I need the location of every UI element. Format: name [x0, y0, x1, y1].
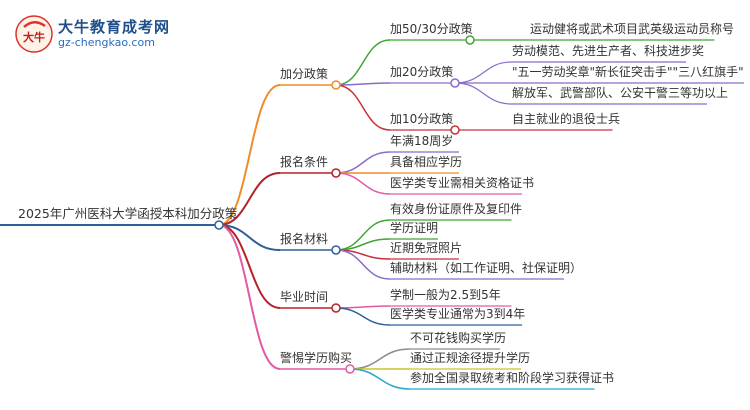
sub-node[interactable]: 近期免冠照片 — [390, 241, 463, 255]
leaf-node[interactable]: 运动健将或武术项目武英级运动员称号 — [530, 22, 735, 36]
branch-node[interactable]: 加分政策 — [280, 67, 329, 81]
sub-node[interactable]: 医学类专业通常为3到4年 — [390, 307, 526, 321]
sub-node[interactable]: 参加全国录取统考和阶段学习获得证书 — [410, 371, 615, 385]
sub-node[interactable]: 具备相应学历 — [390, 155, 463, 169]
sub-node[interactable]: 学制一般为2.5到5年 — [390, 288, 501, 302]
leaf-node[interactable]: 自主就业的退役士兵 — [512, 112, 621, 126]
sub-connector — [349, 348, 411, 370]
sub-node[interactable]: 不可花钱购买学历 — [410, 331, 507, 345]
sub-node[interactable]: 学历证明 — [390, 221, 439, 235]
sub-connector — [335, 39, 391, 86]
sub-connector — [335, 305, 391, 309]
collapse-toggle[interactable] — [450, 78, 460, 88]
sub-connector — [335, 172, 391, 195]
sub-node[interactable]: 通过正规途径提升学历 — [410, 351, 531, 365]
collapse-toggle[interactable] — [214, 220, 224, 230]
collapse-toggle[interactable] — [465, 35, 475, 45]
brand-logo: 大牛 大牛教育成考网 gz-chengkao.com — [14, 14, 214, 54]
brand-logo-text: 大牛 — [23, 30, 45, 44]
sub-connector — [335, 151, 391, 174]
leaf-node[interactable]: 劳动模范、先进生产者、科技进步奖 — [512, 44, 705, 58]
collapse-toggle[interactable] — [450, 125, 460, 135]
sub-connector — [349, 368, 411, 390]
branch-connector — [218, 84, 281, 226]
branch-connector — [218, 172, 281, 226]
leaf-connector — [454, 82, 513, 105]
collapse-toggle[interactable] — [345, 364, 355, 374]
collapse-toggle[interactable] — [331, 168, 341, 178]
sub-node[interactable]: 辅助材料（如工作证明、社保证明） — [390, 261, 583, 275]
sub-connector — [335, 82, 391, 86]
root-node[interactable]: 2025年广州医科大学函授本科加分政策 — [18, 206, 238, 221]
sub-node[interactable]: 有效身份证原件及复印件 — [390, 202, 523, 216]
branch-node[interactable]: 报名材料 — [280, 232, 329, 246]
leaf-node[interactable]: 解放军、武警部队、公安干警三等功以上 — [512, 86, 729, 100]
brand-name: 大牛教育成考网 — [58, 18, 171, 36]
collapse-toggle[interactable] — [331, 303, 341, 313]
sub-node[interactable]: 加50/30分政策 — [390, 22, 473, 36]
branch-node[interactable]: 报名条件 — [280, 155, 329, 169]
sub-connector — [335, 307, 391, 326]
leaf-connector — [454, 61, 513, 84]
sub-node[interactable]: 加10分政策 — [390, 112, 454, 126]
branch-connector — [218, 224, 281, 309]
leaf-node[interactable]: "五一劳动奖章"新长征突击手""三八红旗手" — [512, 65, 744, 79]
collapse-toggle[interactable] — [331, 80, 341, 90]
brand-url: gz-chengkao.com — [58, 36, 155, 49]
brand-logo-icon: 大牛 — [15, 15, 53, 53]
branch-node[interactable]: 毕业时间 — [280, 290, 329, 304]
branch-connector — [218, 224, 281, 370]
sub-connector — [335, 249, 391, 280]
sub-node[interactable]: 医学类专业需相关资格证书 — [390, 176, 535, 190]
branch-connector — [218, 224, 281, 251]
sub-node[interactable]: 加20分政策 — [390, 65, 454, 79]
sub-connector — [335, 219, 391, 251]
sub-connector — [335, 84, 391, 131]
sub-node[interactable]: 年满18周岁 — [390, 134, 454, 148]
branch-node[interactable]: 警惕学历购买 — [280, 351, 353, 365]
collapse-toggle[interactable] — [331, 245, 341, 255]
